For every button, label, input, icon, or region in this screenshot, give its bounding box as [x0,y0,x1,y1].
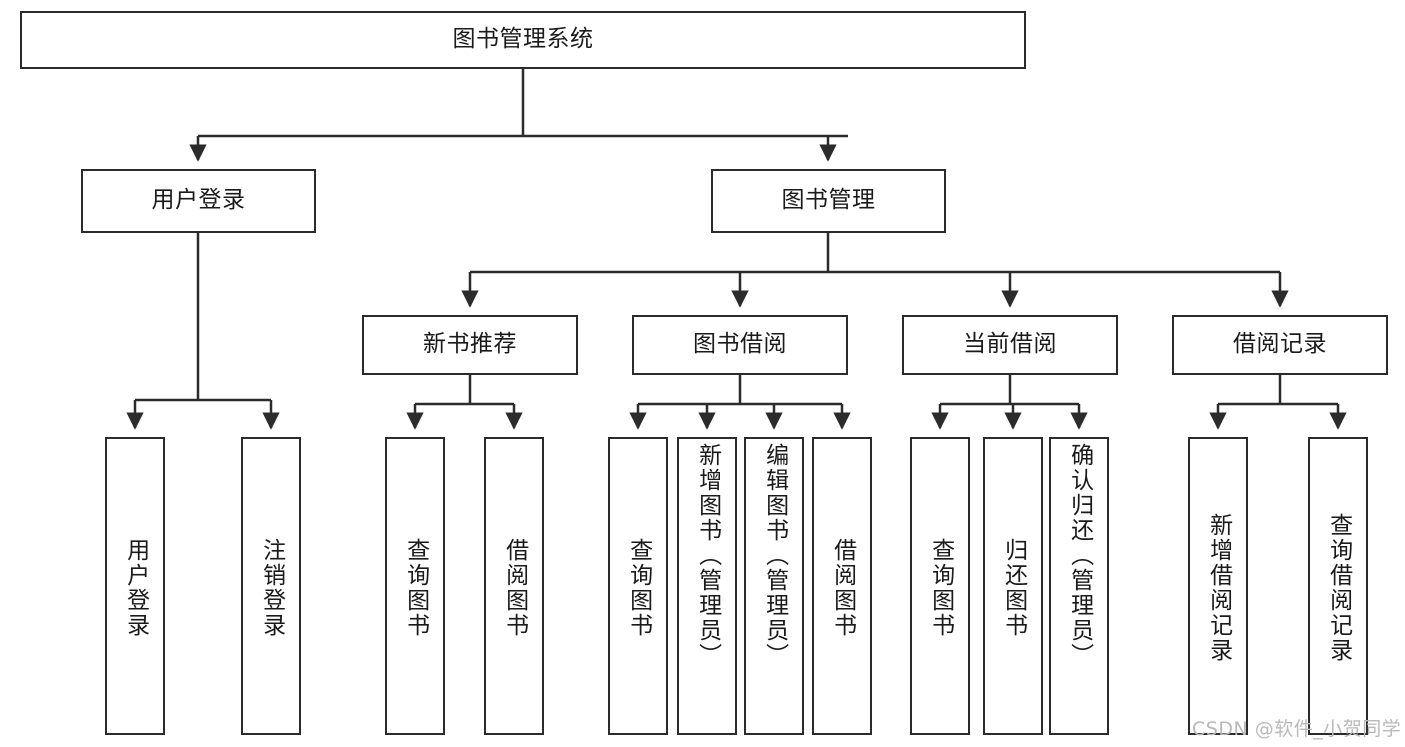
leaf-query-book-borrow-label: 查询图书 [625,538,652,638]
leaf-add-book-admin-label: 新增图书（管理员） [694,443,721,668]
leaf-query-book-current-label: 查询图书 [927,538,954,638]
leaf-borrow-book-label: 借阅图书 [829,538,856,638]
node-book-management[interactable]: 图书管理 [711,169,946,233]
node-book-management-label: 图书管理 [781,187,876,214]
leaf-user-login[interactable]: 用户登录 [105,437,165,735]
leaf-borrow-book[interactable]: 借阅图书 [812,437,872,735]
node-borrow-record[interactable]: 借阅记录 [1172,315,1388,375]
leaf-confirm-return-admin-label: 确认归还（管理员） [1066,443,1093,668]
leaf-query-book-borrow[interactable]: 查询图书 [608,437,668,735]
leaf-confirm-return-admin[interactable]: 确认归还（管理员） [1049,437,1109,735]
leaf-logout-label: 注销登录 [258,538,285,638]
leaf-query-borrow-record[interactable]: 查询借阅记录 [1308,437,1368,735]
node-user-login[interactable]: 用户登录 [81,169,316,233]
leaf-return-book-label: 归还图书 [1000,538,1027,638]
leaf-edit-book-admin[interactable]: 编辑图书（管理员） [744,437,804,735]
node-book-borrow[interactable]: 图书借阅 [632,315,848,375]
node-book-borrow-label: 图书借阅 [693,331,787,358]
leaf-user-login-label: 用户登录 [122,538,149,638]
csdn-watermark: CSDN @软件_小贺同学 [1192,718,1402,740]
leaf-borrow-book-recommend[interactable]: 借阅图书 [484,437,544,735]
leaf-query-book-recommend[interactable]: 查询图书 [385,437,445,735]
node-new-book-recommend-label: 新书推荐 [423,331,517,358]
leaf-add-book-admin[interactable]: 新增图书（管理员） [677,437,737,735]
node-borrow-record-label: 借阅记录 [1233,331,1327,358]
leaf-return-book[interactable]: 归还图书 [983,437,1043,735]
node-current-borrow[interactable]: 当前借阅 [902,315,1118,375]
leaf-add-borrow-record-label: 新增借阅记录 [1205,513,1232,663]
node-current-borrow-label: 当前借阅 [963,331,1057,358]
leaf-edit-book-admin-label: 编辑图书（管理员） [761,443,788,668]
leaf-borrow-book-recommend-label: 借阅图书 [501,538,528,638]
leaf-query-book-current[interactable]: 查询图书 [910,437,970,735]
node-new-book-recommend[interactable]: 新书推荐 [362,315,578,375]
leaf-logout[interactable]: 注销登录 [241,437,301,735]
node-user-login-label: 用户登录 [151,187,246,214]
leaf-query-book-recommend-label: 查询图书 [402,538,429,638]
leaf-add-borrow-record[interactable]: 新增借阅记录 [1188,437,1248,735]
node-root-label: 图书管理系统 [452,26,594,53]
node-root[interactable]: 图书管理系统 [20,11,1026,69]
leaf-query-borrow-record-label: 查询借阅记录 [1325,513,1352,663]
